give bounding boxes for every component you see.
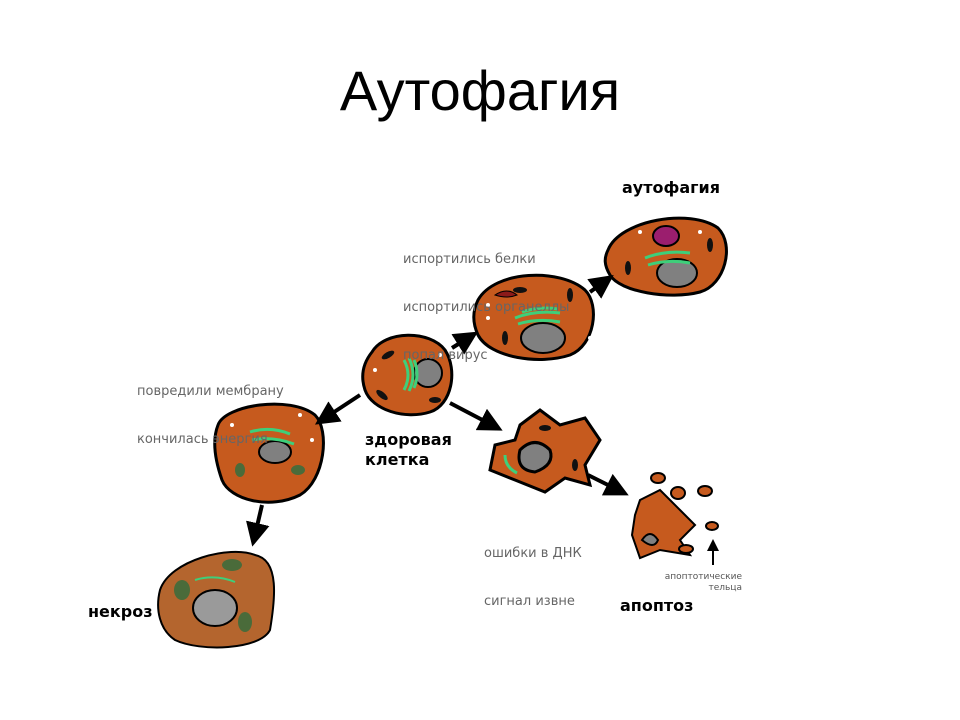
apoptotic-bodies-label: апоптотические тельца — [650, 572, 742, 594]
apoptotic-bodies-line2: тельца — [708, 583, 742, 593]
arrow-to-swelling — [314, 393, 362, 425]
swelling-cell — [213, 402, 325, 504]
healthy-cell-label-line1: здоровая — [365, 430, 452, 449]
shrinking-cell — [488, 408, 602, 494]
apoptosis-label: апоптоз — [620, 596, 694, 615]
healthy-cell-label-line2: клетка — [365, 450, 430, 469]
arrow-to-autophagy — [587, 275, 614, 299]
arrow-to-necrosis — [246, 504, 270, 547]
necrosis-cause: кончилась энергия — [137, 432, 268, 447]
apoptotic-bodies-line1: апоптотические — [664, 572, 742, 582]
autophagy-cause: испортились органеллы — [403, 300, 570, 315]
healthy-cell — [361, 333, 454, 417]
apoptosis-cause: сигнал извне — [484, 594, 575, 609]
apoptosis-cause: ошибки в ДНК — [484, 546, 582, 561]
necrosis-causes: повредили мембрану кончилась энергия — [137, 352, 284, 464]
autophagy-label: аутофагия — [622, 178, 721, 197]
apoptotic-cell — [630, 472, 719, 560]
necrosis-label: некроз — [88, 602, 153, 621]
apoptosis-causes: ошибки в ДНК сигнал извне — [484, 514, 582, 626]
slide-title: Аутофагия — [339, 59, 621, 122]
necrosis-cause: повредили мембрану — [137, 384, 284, 399]
autophagy-cause: попал вирус — [403, 348, 488, 363]
arrow-to-stressed — [450, 331, 479, 355]
necrotic-cell — [157, 550, 276, 649]
autophagy-cell — [603, 216, 728, 297]
arrow-to-apoptosis — [587, 473, 629, 496]
arrow-to-shrinking — [449, 401, 503, 431]
autophagy-causes: испортились белки испортились органеллы … — [403, 220, 569, 380]
autophagy-cause: испортились белки — [403, 252, 536, 267]
stressed-cell — [472, 273, 595, 361]
